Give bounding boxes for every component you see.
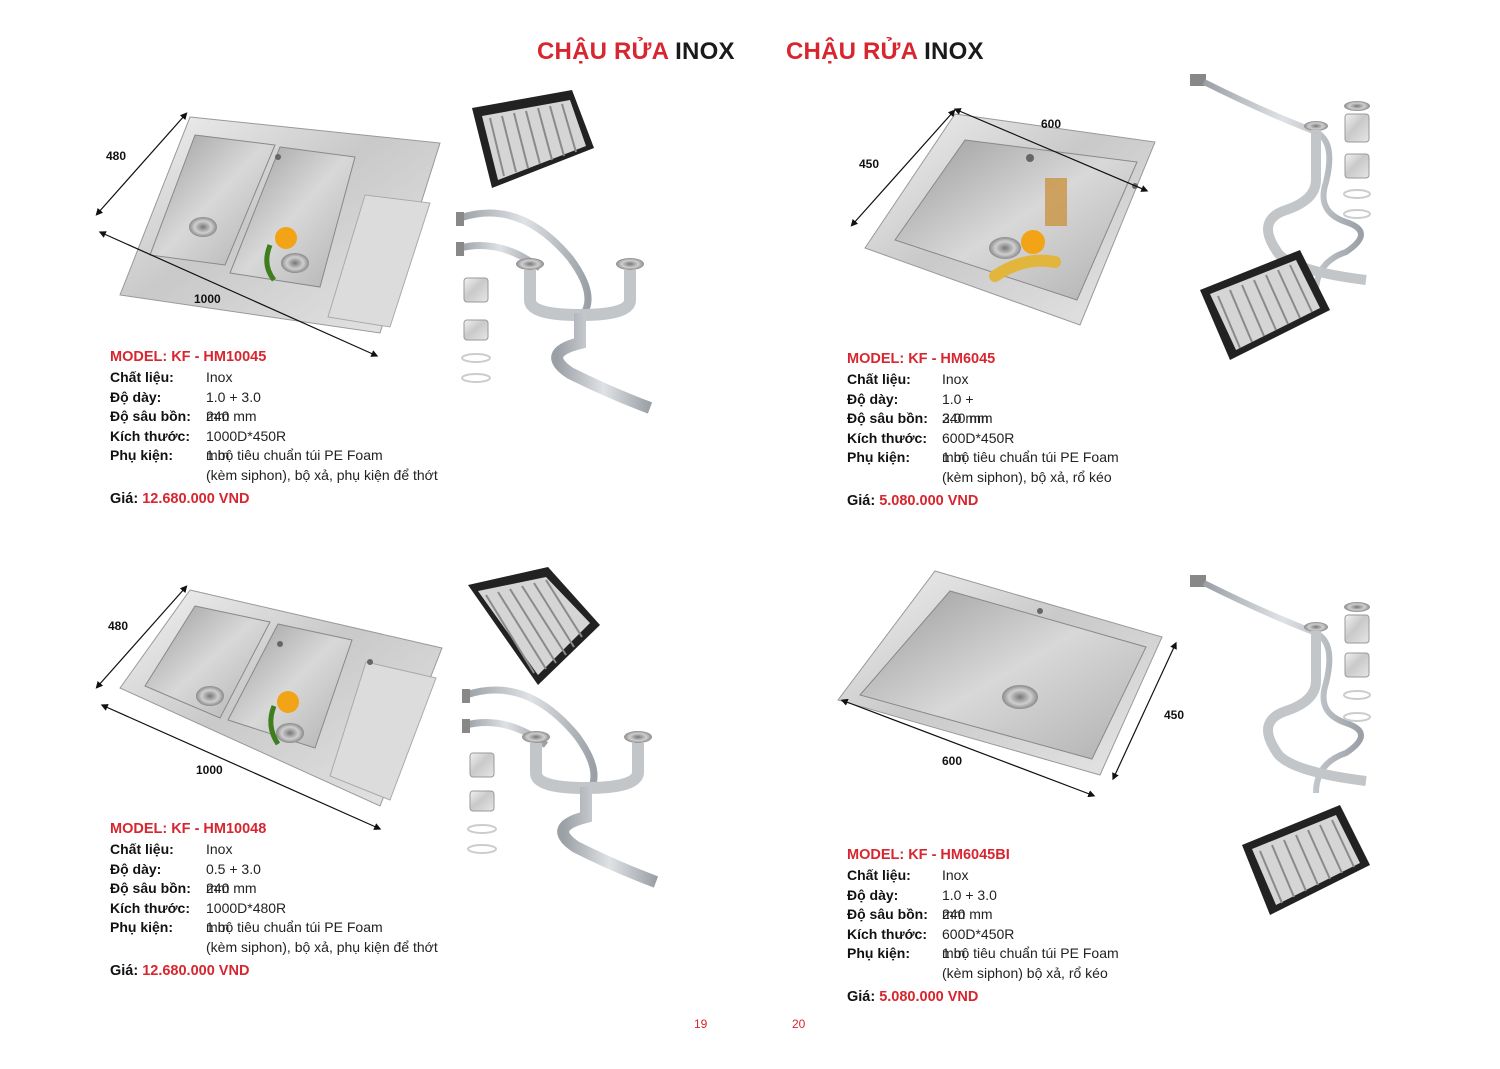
drain-kit-image bbox=[462, 686, 659, 888]
spec-size: Kích thước:1000D*480R mm bbox=[110, 899, 287, 936]
single-sink-image: 600 450 bbox=[850, 108, 1156, 326]
dish-basket-image bbox=[468, 567, 600, 685]
accessories-image bbox=[1190, 575, 1371, 915]
price: Giá:12.680.000 VND bbox=[110, 491, 250, 507]
accessories-image bbox=[462, 567, 659, 888]
dim-length-label: 1000 bbox=[194, 292, 221, 306]
dish-basket-image bbox=[472, 90, 594, 188]
dim-width-label: 480 bbox=[106, 149, 126, 163]
product-kf-hm10048: MODEL: KF - HM10048 Chất liệu:Inox Độ dà… bbox=[110, 821, 438, 979]
dish-basket-image bbox=[1242, 805, 1370, 915]
page-number: 19 bbox=[694, 1017, 708, 1031]
model-name: MODEL: KF - HM6045BI bbox=[847, 847, 1010, 863]
spec-accessories: Phụ kiện:1 bộ tiêu chuẩn túi PE Foam(kèm… bbox=[110, 447, 438, 483]
dim-length-label: 1000 bbox=[196, 763, 223, 777]
spec-depth: Độ sâu bồn:240 mm bbox=[847, 906, 993, 922]
page-number: 20 bbox=[792, 1017, 806, 1031]
spec-size: Kích thước:600D*450R mm bbox=[847, 925, 1015, 962]
model-name: MODEL: KF - HM10048 bbox=[110, 821, 267, 837]
accessories-image bbox=[456, 90, 653, 414]
spec-size: Kích thước:600D*450R mm bbox=[847, 429, 1015, 466]
price: Giá:12.680.000 VND bbox=[110, 963, 250, 979]
spec-material: Chất liệu:Inox bbox=[847, 867, 969, 883]
spec-accessories: Phụ kiện:1 bộ tiêu chuẩn túi PE Foam(kèm… bbox=[847, 449, 1119, 485]
dim-width-label: 450 bbox=[1164, 708, 1184, 722]
spec-material: Chất liệu:Inox bbox=[110, 369, 233, 385]
spec-depth: Độ sâu bồn:240 mm bbox=[847, 410, 993, 426]
spec-thickness: Độ dày:1.0 + 3.0 mm bbox=[847, 390, 989, 427]
drain-kit-image bbox=[1190, 74, 1371, 293]
spec-thickness: Độ dày:1.0 + 3.0 mm bbox=[847, 886, 997, 923]
drain-kit-image bbox=[1190, 575, 1371, 794]
dish-basket-image bbox=[1200, 250, 1330, 360]
dim-width-label: 480 bbox=[108, 619, 128, 633]
spec-material: Chất liệu:Inox bbox=[847, 371, 969, 387]
spec-material: Chất liệu:Inox bbox=[110, 841, 233, 857]
accessories-image bbox=[1190, 74, 1371, 360]
product-kf-hm6045: MODEL: KF - HM6045 Chất liệu:Inox Độ dày… bbox=[847, 351, 1119, 509]
model-name: MODEL: KF - HM6045 bbox=[847, 351, 996, 367]
drain-kit-image bbox=[456, 209, 653, 414]
spec-size: Kích thước:1000D*450R mm bbox=[110, 427, 287, 464]
spec-depth: Độ sâu bồn:240 mm bbox=[110, 408, 257, 424]
model-name: MODEL: KF - HM10045 bbox=[110, 349, 267, 365]
price: Giá:5.080.000 VND bbox=[847, 493, 979, 509]
spec-depth: Độ sâu bồn:240 mm bbox=[110, 880, 257, 896]
spec-thickness: Độ dày:1.0 + 3.0 mm bbox=[110, 388, 261, 425]
double-sink-image: 480 1000 bbox=[95, 585, 443, 830]
spec-accessories: Phụ kiện:1 bộ tiêu chuẩn túi PE Foam(kèm… bbox=[110, 919, 438, 955]
single-sink-image: 450 600 bbox=[837, 570, 1184, 798]
product-kf-hm10045: MODEL: KF - HM10045 Chất liệu:Inox Độ dà… bbox=[110, 349, 438, 507]
price: Giá:5.080.000 VND bbox=[847, 989, 979, 1005]
double-sink-image: 480 1000 bbox=[95, 112, 441, 357]
product-kf-hm6045bi: MODEL: KF - HM6045BI Chất liệu:Inox Độ d… bbox=[847, 847, 1119, 1005]
dim-length-label: 600 bbox=[1041, 117, 1061, 131]
dim-width-label: 450 bbox=[859, 157, 879, 171]
spec-thickness: Độ dày:0.5 + 3.0 mm bbox=[110, 860, 261, 897]
spec-accessories: Phụ kiện:1 bộ tiêu chuẩn túi PE Foam(kèm… bbox=[847, 945, 1119, 981]
dim-length-label: 600 bbox=[942, 754, 962, 768]
